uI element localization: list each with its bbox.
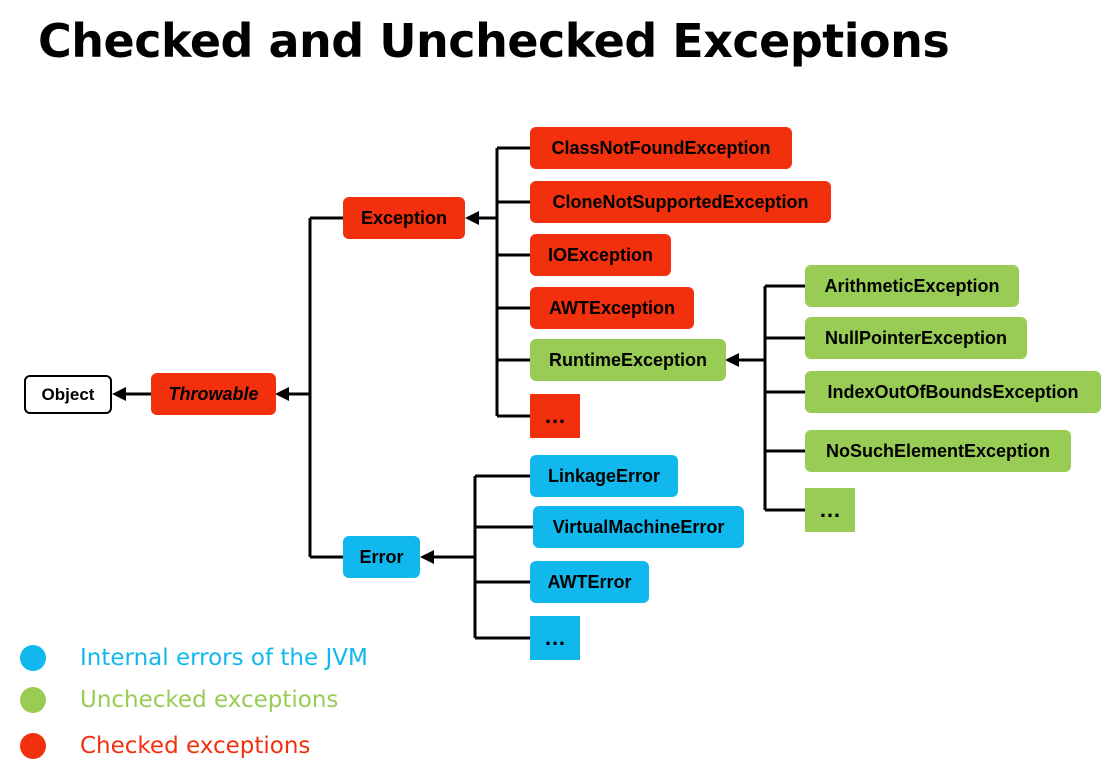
node-class-not-found-exception: ClassNotFoundException <box>530 127 792 169</box>
arrowhead-error <box>420 550 434 564</box>
node-clone-not-supported-exception: CloneNotSupportedException <box>530 181 831 223</box>
node-runtime-more: … <box>805 488 855 532</box>
node-arithmetic-exception: ArithmeticException <box>805 265 1019 307</box>
arrowhead-runtime <box>725 353 739 367</box>
legend-dot-green-icon <box>20 687 46 713</box>
legend-dot-red-icon <box>20 733 46 759</box>
legend-item-internal: Internal errors of the JVM <box>20 645 368 671</box>
legend-label-internal: Internal errors of the JVM <box>80 645 368 671</box>
diagram-title: Checked and Unchecked Exceptions <box>38 14 950 68</box>
arrowhead-exception <box>465 211 479 225</box>
node-null-pointer-exception: NullPointerException <box>805 317 1027 359</box>
node-awt-exception: AWTException <box>530 287 694 329</box>
legend-item-checked: Checked exceptions <box>20 733 310 759</box>
node-linkage-error: LinkageError <box>530 455 678 497</box>
legend-label-checked: Checked exceptions <box>80 733 311 759</box>
node-no-such-element-exception: NoSuchElementException <box>805 430 1071 472</box>
node-exception-more: … <box>530 394 580 438</box>
arrowhead-object <box>112 387 126 401</box>
node-object: Object <box>24 375 112 414</box>
legend-dot-blue-icon <box>20 645 46 671</box>
legend-label-unchecked: Unchecked exceptions <box>80 687 339 713</box>
node-awt-error: AWTError <box>530 561 649 603</box>
node-exception: Exception <box>343 197 465 239</box>
node-throwable: Throwable <box>151 373 276 415</box>
node-error-more: … <box>530 616 580 660</box>
legend-item-unchecked: Unchecked exceptions <box>20 687 338 713</box>
node-index-out-of-bounds-exception: IndexOutOfBoundsException <box>805 371 1101 413</box>
node-error: Error <box>343 536 420 578</box>
node-runtime-exception: RuntimeException <box>530 339 726 381</box>
node-io-exception: IOException <box>530 234 671 276</box>
node-virtual-machine-error: VirtualMachineError <box>533 506 744 548</box>
arrowhead-throwable <box>275 387 289 401</box>
